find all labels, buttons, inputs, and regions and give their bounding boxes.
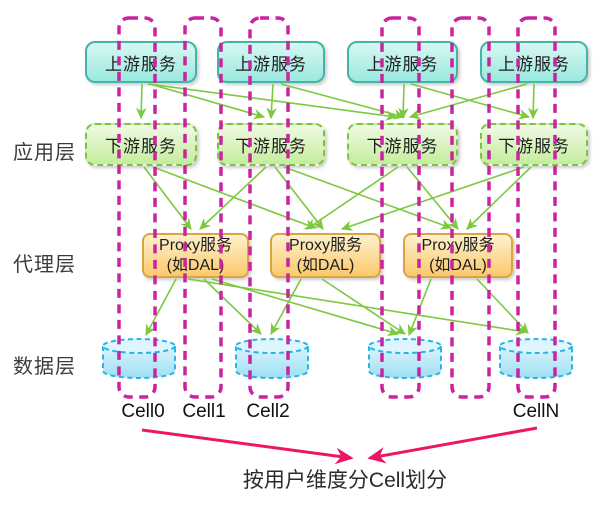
downstream-service-label: 下游服务: [498, 137, 570, 156]
downstream-service-node-4: 下游服务: [480, 123, 588, 166]
edge-arrow-upstream-1-to-downstream-3: [147, 83, 398, 121]
database-cylinder-top-data-4: [499, 338, 573, 354]
database-cylinder-icon-data-1: [102, 346, 176, 379]
edge-arrow-upstream-4-to-downstream-3: [408, 83, 528, 120]
edge-arrow-proxy-1-to-data-4: [187, 278, 528, 336]
edge-arrow-upstream-2-to-downstream-3: [280, 83, 406, 120]
cell-split-caption: 按用户维度分Cell划分: [242, 469, 448, 492]
cell-split-arrow-left: [141, 428, 354, 465]
edge-arrow-proxy-3-to-data-3: [407, 278, 432, 337]
downstream-service-node-3: 下游服务: [347, 123, 458, 166]
downstream-service-label: 下游服务: [105, 137, 177, 156]
upstream-service-label: 上游服务: [235, 54, 307, 74]
upstream-service-node-4: 上游服务: [480, 41, 588, 83]
edge-arrow-downstream-1-to-proxy-2: [152, 166, 317, 230]
proxy-service-node-1: Proxy服务 (如DAL): [142, 233, 249, 278]
edge-arrow-proxy-1-to-data-1: [145, 278, 177, 337]
edge-arrow-proxy-2-to-data-2: [270, 278, 302, 336]
edge-arrow-downstream-4-to-proxy-2: [340, 166, 525, 231]
database-cylinder-icon-data-4: [499, 346, 573, 379]
edge-arrow-proxy-1-to-data-3: [211, 278, 400, 337]
proxy-service-label-line2: (如DAL): [166, 256, 225, 274]
cell-label-0: Cell0: [121, 401, 165, 422]
database-cylinders-group: [102, 338, 573, 379]
proxy-service-label-line1: Proxy服务: [289, 237, 362, 255]
edge-arrow-downstream-4-to-proxy-3: [466, 166, 532, 230]
upstream-service-label: 上游服务: [498, 54, 570, 74]
cell-label-2: Cell2: [246, 401, 290, 422]
downstream-service-label: 下游服务: [366, 137, 439, 156]
database-cylinder-icon-data-2: [235, 346, 309, 379]
cell-label-n: CellN: [512, 401, 560, 422]
edge-arrow-proxy-3-to-data-4: [476, 278, 529, 334]
proxy-service-label-line2: (如DAL): [429, 256, 487, 274]
database-cylinder-top-data-1: [102, 338, 176, 354]
downstream-service-node-2: 下游服务: [217, 123, 325, 166]
edge-arrow-upstream-3-to-downstream-4: [410, 83, 531, 120]
database-cylinder-top-data-3: [368, 338, 442, 354]
database-cylinder-icon-data-3: [368, 346, 442, 379]
edge-arrow-downstream-3-to-proxy-3: [406, 166, 459, 230]
downstream-service-node-1: 下游服务: [85, 123, 197, 166]
upstream-service-label: 上游服务: [366, 54, 439, 74]
proxy-service-node-2: Proxy服务 (如DAL): [270, 233, 381, 278]
proxy-service-label-line2: (如DAL): [296, 256, 355, 274]
upstream-service-node-1: 上游服务: [85, 41, 197, 83]
edge-arrow-upstream-2-to-downstream-2: [266, 83, 277, 120]
edge-arrow-upstream-1-to-downstream-1: [136, 83, 147, 120]
edge-arrow-upstream-4-to-downstream-4: [528, 83, 539, 120]
cell-split-arrow-right: [367, 426, 538, 464]
upstream-service-node-3: 上游服务: [347, 41, 458, 83]
edge-arrow-downstream-1-to-proxy-1: [143, 166, 192, 230]
downstream-service-label: 下游服务: [235, 137, 307, 156]
proxy-service-label-line1: Proxy服务: [159, 237, 232, 255]
proxy-service-label-line1: Proxy服务: [421, 237, 495, 255]
edge-arrow-downstream-2-to-proxy-2: [274, 166, 324, 230]
app-layer-label: 应用层: [13, 142, 76, 164]
upstream-service-node-2: 上游服务: [217, 41, 325, 83]
cell-split-arrows-group: [141, 426, 538, 465]
upstream-service-label: 上游服务: [105, 54, 177, 74]
edge-arrow-upstream-3-to-downstream-3: [398, 83, 409, 120]
edge-arrow-downstream-3-to-proxy-2: [306, 166, 399, 230]
cell-label-1: Cell1: [182, 401, 226, 422]
data-layer-label: 数据层: [13, 356, 76, 378]
edge-arrow-proxy-2-to-data-3: [321, 278, 407, 335]
database-cylinder-top-data-2: [235, 338, 309, 354]
service-edges-group: [136, 83, 539, 337]
edge-arrow-upstream-1-to-downstream-2: [149, 83, 266, 120]
edge-arrow-downstream-2-to-proxy-3: [283, 166, 453, 230]
edge-arrow-downstream-2-to-proxy-1: [199, 166, 267, 230]
edge-arrow-proxy-1-to-data-2: [203, 278, 262, 335]
proxy-service-node-3: Proxy服务 (如DAL): [403, 233, 513, 278]
proxy-layer-label: 代理层: [13, 254, 76, 276]
